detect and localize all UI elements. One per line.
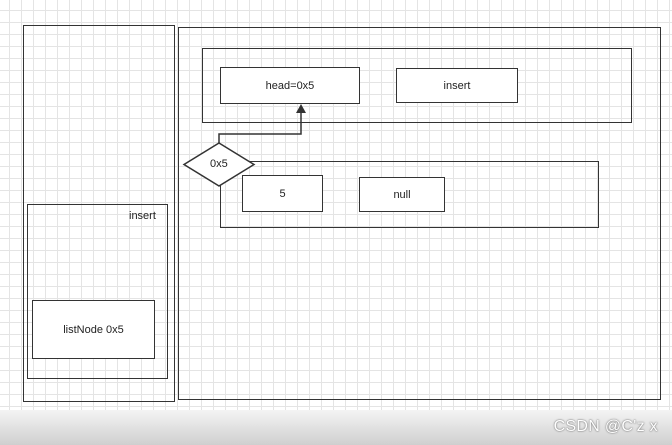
listnode-variable: listNode 0x5 [32,300,155,359]
heap-area [178,27,661,400]
insert-frame-label: insert [129,210,156,222]
bottom-bar [0,410,672,445]
list-node-object [220,161,599,228]
head-field: head=0x5 [220,67,360,104]
csdn-watermark: CSDN @C'z x [553,418,658,435]
node-value-field: 5 [242,175,323,212]
diagram-canvas: insert listNode 0x5 head=0x5 insert 5 nu… [23,25,661,402]
address-diamond-label: 0x5 [210,158,228,170]
insert-stack-frame [27,204,168,379]
node-next-field: null [359,177,445,212]
insert-name-field: insert [396,68,518,103]
stack-area [23,25,175,402]
insert-object [202,48,632,123]
